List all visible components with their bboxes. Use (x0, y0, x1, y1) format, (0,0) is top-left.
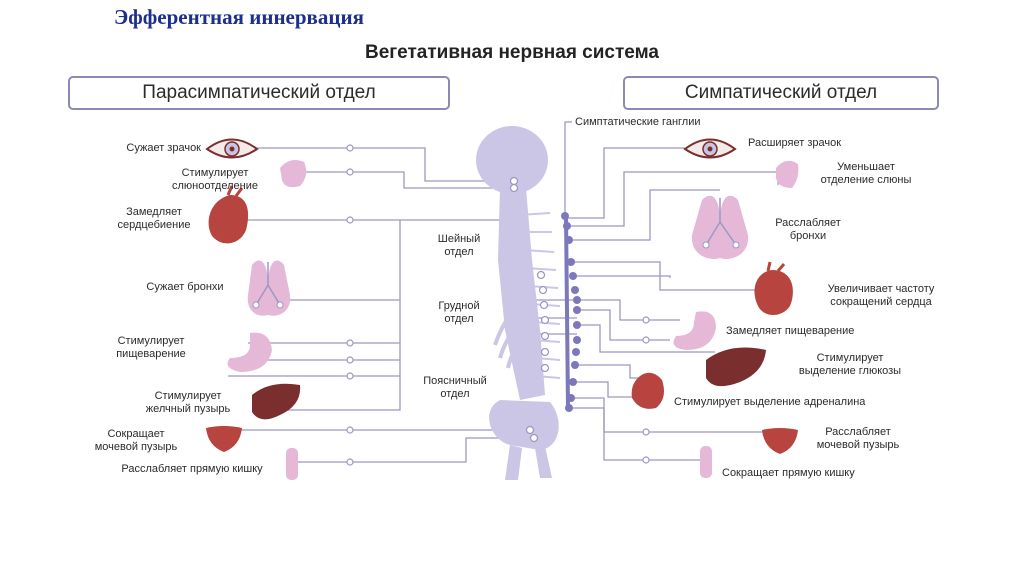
heart-left-icon (208, 185, 249, 244)
symp-line-t2 (577, 309, 670, 341)
para-effect-digestion: Стимулирует пищеварение (116, 335, 186, 360)
symp-effect-adrenaline: Стимулирует выделение адреналина (674, 396, 866, 408)
symp-effect-pupil: Расширяет зрачок (748, 137, 842, 149)
symp-line-digest (577, 299, 680, 321)
symp-effect-bladder: Расслабляет мочевой пузырь (816, 426, 900, 451)
liver-right-icon (706, 347, 766, 387)
symp-effect-digestion: Замедляет пищеварение (726, 325, 855, 337)
bladder-left-icon (206, 426, 242, 452)
para-node (346, 426, 354, 434)
spine-thoracic-label: Грудной отдел (438, 300, 480, 325)
salivary-gland-right-icon (776, 160, 799, 188)
symp-effect-saliva: Уменьшает отделение слюны (820, 161, 912, 186)
para-node (346, 144, 354, 152)
symp-effect-glucose: Стимулирует выделение глюкозы (798, 352, 902, 377)
para-effect-gallbladder: Стимулирует желчный пузырь (145, 390, 231, 415)
sympathetic-header: Симпатический отдел (623, 76, 939, 110)
sympathetic-chain (564, 214, 570, 409)
heart-right-icon (754, 261, 793, 315)
liver-left-icon (252, 383, 301, 420)
salivary-gland-left-icon (280, 160, 307, 188)
para-node (346, 372, 354, 380)
symp-node (642, 316, 650, 324)
symp-line-lungs (571, 189, 720, 241)
slide-title: Эфферентная иннервация (114, 5, 364, 29)
rectum-left-icon (286, 448, 298, 480)
symp-line-t1 (575, 275, 671, 278)
spine-lumbar-label: Поясничный отдел (423, 375, 487, 400)
stomach-right-icon (673, 311, 716, 350)
para-effect-rectum: Расслабляет прямую кишку (121, 463, 263, 475)
stomach-left-icon (227, 332, 272, 372)
para-node (346, 216, 354, 224)
spine-cervical-label: Шейный отдел (437, 233, 481, 258)
para-effect-salivation: Стимулирует слюноотделение (172, 167, 258, 192)
symp-effect-rectum: Сокращает прямую кишку (722, 467, 855, 479)
symp-line-rectum (569, 407, 700, 461)
para-node (346, 356, 354, 364)
symp-line-adrenal (575, 364, 650, 379)
symp-line-eye (567, 147, 685, 219)
para-line-eye (257, 147, 514, 182)
rectum-right-icon (700, 446, 712, 478)
symp-node (642, 456, 650, 464)
sympathetic-ganglia-label: Симптатические ганглии (575, 116, 701, 128)
para-node (346, 339, 354, 347)
para-node (346, 168, 354, 176)
lungs-right-icon (691, 195, 749, 260)
adrenal-kidney-right-icon (631, 372, 664, 409)
lungs-left-icon (247, 260, 291, 316)
para-effect-heart: Замедляет сердцебиение (117, 206, 191, 231)
para-line-rectum (292, 437, 530, 463)
para-line-gallbladder (264, 376, 401, 411)
para-effect-bronchi: Сужает бронхи (146, 281, 224, 293)
para-effect-bladder: Сокращает мочевой пузырь (94, 428, 178, 453)
symp-effect-heart: Увеличивает частоту сокращений сердца (827, 283, 935, 308)
para-node (346, 458, 354, 466)
ribs (493, 298, 531, 369)
para-line-heart (247, 190, 504, 221)
symp-effect-bronchi: Расслабляет бронхи (775, 217, 841, 242)
parasympathetic-header: Парасимпатический отдел (68, 76, 450, 110)
diagram-title: Вегетативная нервная система (364, 42, 659, 63)
symp-node (642, 428, 650, 436)
spinal-nodes (509, 176, 550, 443)
eye-right-icon (683, 138, 737, 159)
bladder-right-icon (762, 428, 798, 454)
symp-line-ganglia-label (564, 121, 572, 215)
para-effect-pupil: Сужает зрачок (126, 142, 201, 154)
symp-node (642, 336, 650, 344)
sympathetic-ganglia (561, 212, 581, 412)
eye-left-icon (205, 138, 259, 159)
body-silhouette (476, 126, 559, 480)
symp-line-liver (577, 324, 715, 353)
